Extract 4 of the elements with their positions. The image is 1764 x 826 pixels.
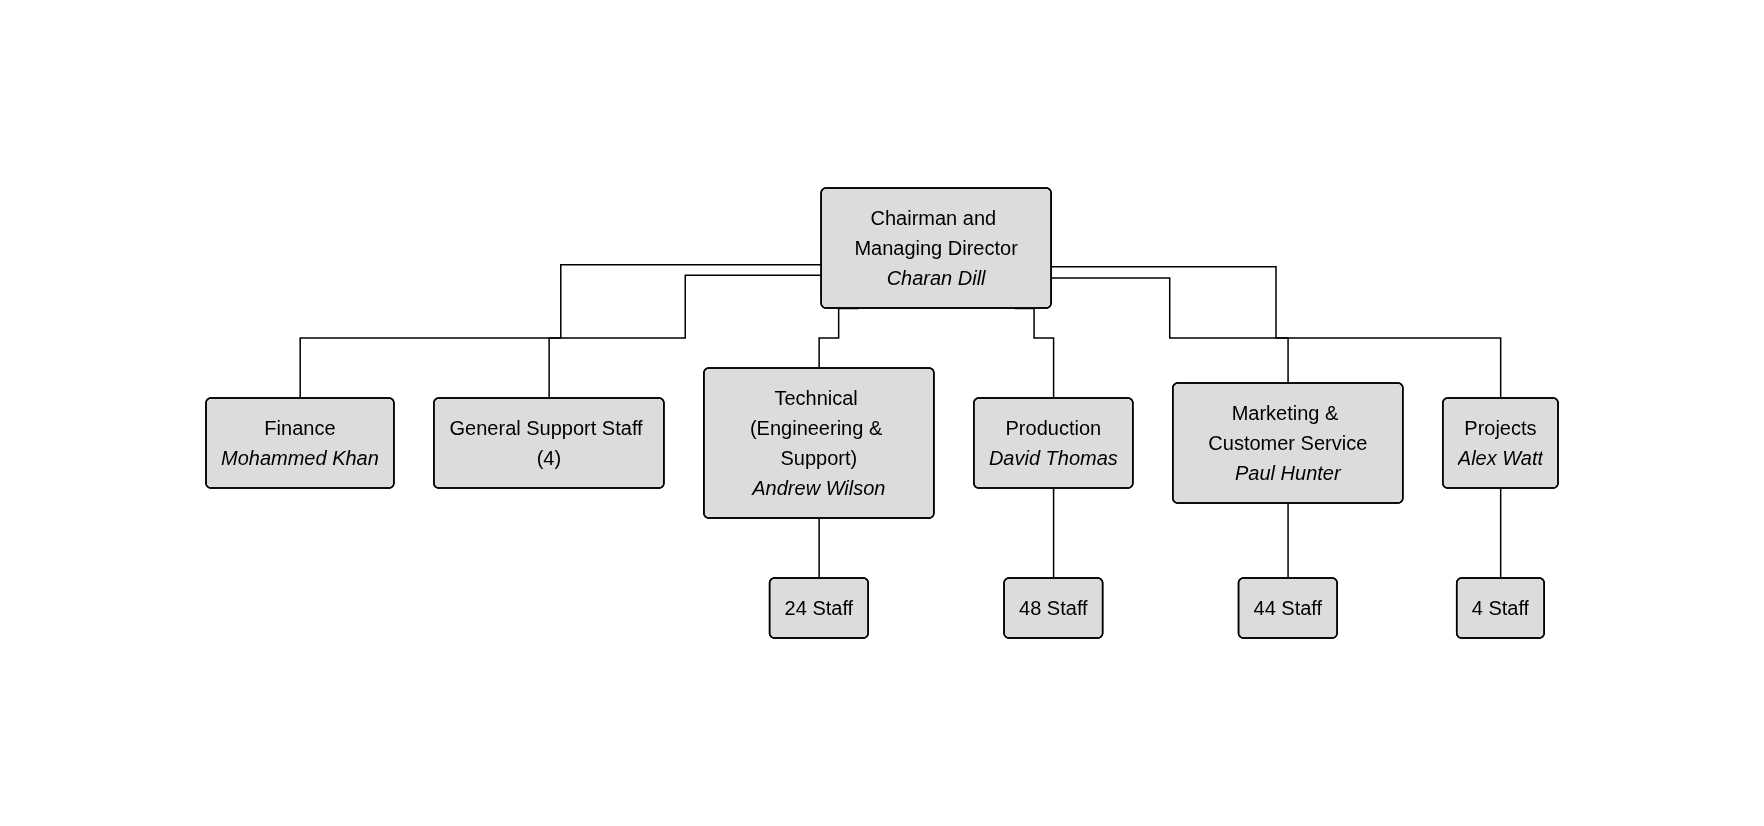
connector [1052, 487, 1055, 580]
connector [1499, 487, 1502, 580]
connector [1287, 502, 1290, 580]
connector [818, 517, 821, 580]
